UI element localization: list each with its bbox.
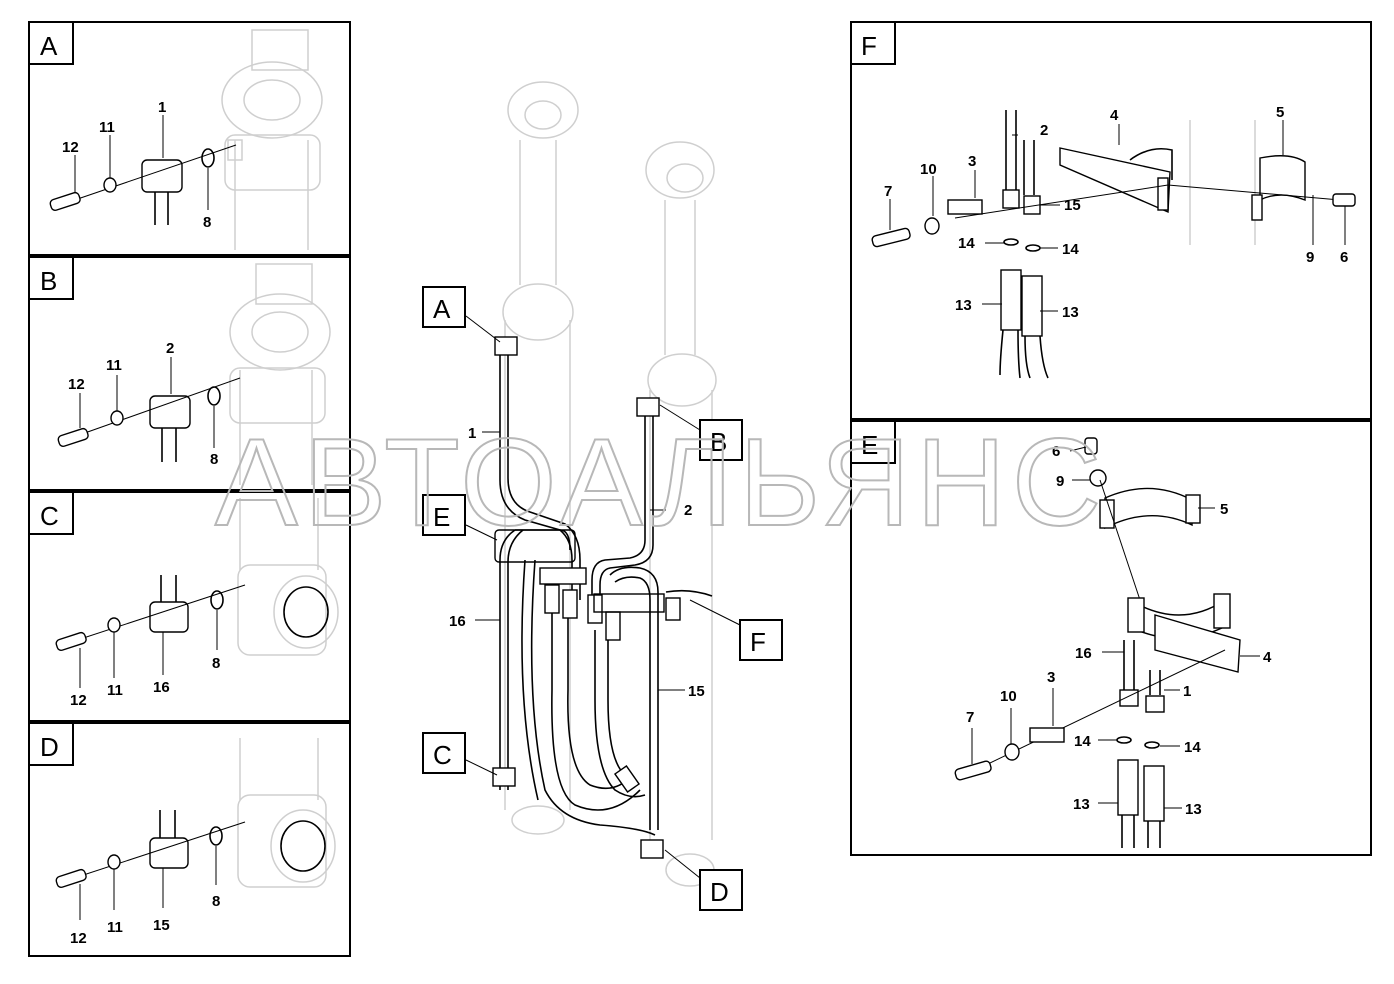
callout-label: 15 (153, 917, 170, 934)
detail-panel-d: D 12 11 15 8 (28, 722, 351, 957)
callout-label: 8 (203, 214, 211, 231)
callout-label: 14 (958, 235, 975, 252)
callout-label: 13 (955, 297, 972, 314)
detail-panel-b: B 2 11 12 8 (28, 256, 351, 491)
callout-label: 3 (968, 153, 976, 170)
main-tag-d: D (710, 877, 729, 907)
panel-tag-a: A (40, 31, 58, 61)
main-tag-b: B (710, 427, 727, 457)
callout-label: 10 (1000, 688, 1017, 705)
callout-label: 3 (1047, 669, 1055, 686)
detail-panel-e: E (850, 420, 1372, 856)
callout-label: 12 (68, 376, 85, 393)
callout-label: 8 (210, 451, 218, 468)
callout-label: 8 (212, 655, 220, 672)
callout-label: 1 (1183, 683, 1191, 700)
panel-tag-f: F (861, 31, 877, 61)
callout-label: 11 (107, 919, 123, 936)
callout-label: 14 (1062, 241, 1079, 258)
main-assembly: A B E F C D 1 2 16 15 (422, 81, 783, 911)
callout-label: 4 (1263, 649, 1272, 666)
callout-label: 12 (70, 692, 87, 709)
watermark: АВТОАЛЬЯНС (215, 414, 1107, 552)
main-tag-a: A (433, 294, 451, 324)
callout-label: 13 (1073, 796, 1090, 813)
callout-label: 2 (1040, 122, 1048, 139)
callout-label: 5 (1276, 104, 1284, 121)
callout-label: 9 (1056, 473, 1064, 490)
callout-label: 11 (106, 357, 122, 374)
callout-label: 16 (153, 679, 170, 696)
callout-label: 4 (1110, 107, 1119, 124)
panel-tag-b: B (40, 266, 57, 296)
callout-label: 2 (684, 502, 692, 519)
callout-label: 1 (158, 99, 166, 116)
callout-label: 14 (1074, 733, 1091, 750)
main-tag-f: F (750, 627, 766, 657)
callout-label: 11 (99, 119, 115, 136)
panel-tag-d: D (40, 732, 59, 762)
callout-label: 2 (166, 340, 174, 357)
callout-label: 10 (920, 161, 937, 178)
callout-label: 12 (70, 930, 87, 947)
callout-label: 6 (1052, 443, 1060, 460)
callout-label: 13 (1185, 801, 1202, 818)
detail-panel-f: F (850, 21, 1372, 420)
main-tag-c: C (433, 740, 452, 770)
callout-label: 14 (1184, 739, 1201, 756)
detail-panel-c: C 12 11 16 8 (28, 491, 351, 722)
callout-label: 9 (1306, 249, 1314, 266)
callout-label: 15 (688, 683, 705, 700)
callout-label: 16 (1075, 645, 1092, 662)
panel-tag-c: C (40, 501, 59, 531)
panel-tag-e: E (861, 430, 878, 460)
callout-label: 15 (1064, 197, 1081, 214)
callout-label: 16 (449, 613, 466, 630)
callout-label: 13 (1062, 304, 1079, 321)
callout-label: 1 (468, 425, 476, 442)
callout-label: 12 (62, 139, 79, 156)
callout-label: 7 (966, 709, 974, 726)
callout-label: 7 (884, 183, 892, 200)
callout-label: 5 (1220, 501, 1228, 518)
callout-label: 6 (1340, 249, 1348, 266)
callout-label: 8 (212, 893, 220, 910)
callout-label: 11 (107, 682, 123, 699)
main-tag-e: E (433, 502, 450, 532)
detail-panel-a: A 1 11 12 8 (28, 21, 351, 256)
